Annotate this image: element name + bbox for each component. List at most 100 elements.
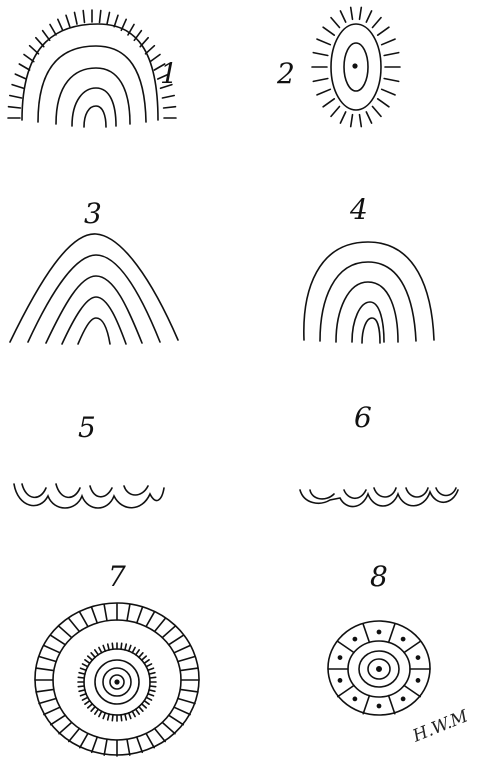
segment-divider: [363, 696, 369, 714]
ring-tick: [146, 612, 154, 626]
ray-stroke: [58, 19, 63, 30]
inner-tick: [142, 704, 147, 708]
segment-dot: [377, 704, 380, 707]
figure-label-3: 3: [84, 200, 102, 228]
segment-dot: [416, 679, 419, 682]
inner-tick: [108, 714, 109, 720]
ray-stroke: [107, 12, 110, 24]
segment-dot: [377, 630, 380, 633]
figure-4-rounded-arches: [304, 242, 434, 343]
ray-stroke: [10, 96, 22, 99]
figure-6-scallops: [300, 488, 458, 507]
inner-tick: [149, 673, 155, 674]
segment-dot: [353, 697, 356, 700]
ring-tick: [59, 722, 72, 733]
ray-stroke: [146, 46, 155, 54]
ring-tick: [92, 737, 98, 752]
figure-2-oval-with-rays: [312, 7, 400, 126]
ray-stroke: [331, 18, 340, 28]
inner-tick: [99, 711, 102, 716]
inner-tick: [83, 664, 88, 667]
ray-stroke: [351, 7, 353, 19]
ray-stroke: [43, 31, 50, 41]
ray-stroke: [373, 18, 382, 28]
ring-tick: [180, 668, 198, 671]
ring-tick: [51, 635, 65, 644]
inner-tick: [129, 713, 131, 719]
segment-divider: [389, 696, 395, 714]
segment-divider: [363, 624, 369, 642]
ray-stroke: [317, 89, 330, 95]
ray-stroke: [36, 38, 44, 47]
ray-stroke: [331, 107, 340, 117]
ray-stroke: [382, 39, 395, 45]
ring-tick: [92, 608, 98, 623]
segment-dot: [338, 656, 341, 659]
ray-stroke: [323, 99, 334, 107]
ring-tick: [174, 646, 190, 653]
ray-stroke: [366, 112, 371, 123]
ring-tick: [146, 734, 154, 748]
ray-stroke: [384, 53, 399, 56]
ring-tick: [137, 737, 143, 752]
ray-stroke: [340, 11, 345, 22]
ring-tick: [127, 605, 130, 621]
inner-tick: [79, 690, 85, 691]
ray-stroke: [373, 107, 382, 117]
ring-tick: [80, 734, 88, 748]
inner-tick: [125, 714, 126, 720]
inner-tick: [103, 713, 105, 719]
ray-stroke: [9, 107, 21, 108]
ray-stroke: [114, 15, 118, 26]
ray-stroke: [360, 7, 362, 19]
ring-tick: [155, 619, 166, 632]
inner-tick: [142, 656, 147, 660]
inner-tick: [99, 648, 102, 653]
figure-8-segmented-ring: [328, 621, 430, 715]
ring-tick: [36, 689, 54, 692]
ray-stroke: [366, 11, 371, 22]
inner-tick: [136, 709, 140, 714]
ray-stroke: [24, 55, 34, 62]
ray-stroke: [360, 115, 362, 127]
inner-tick: [129, 646, 131, 652]
inner-tick: [79, 673, 85, 674]
inner-tick: [85, 701, 90, 705]
ring-tick: [178, 699, 195, 704]
segment-dot: [353, 638, 356, 641]
inner-tick: [125, 644, 126, 650]
ray-stroke: [378, 99, 389, 107]
inner-tick: [146, 697, 151, 700]
ring-tick: [51, 715, 65, 724]
inner-tick: [112, 643, 113, 649]
inner-tick: [144, 701, 149, 705]
ray-stroke: [30, 46, 39, 54]
ring-tick: [39, 699, 56, 704]
ray-stroke: [162, 96, 174, 99]
segment-divider: [338, 686, 354, 697]
inner-tick: [103, 646, 105, 652]
figure-1-arches-with-rays: [8, 10, 176, 127]
inner-tick: [95, 650, 99, 655]
ray-stroke: [164, 107, 176, 108]
ring-tick: [137, 608, 143, 623]
figure-label-5: 5: [78, 414, 96, 442]
ray-stroke: [384, 79, 399, 82]
inner-tick: [81, 694, 87, 696]
segment-dot: [402, 638, 405, 641]
segment-divider: [389, 624, 395, 642]
ray-stroke: [313, 79, 328, 82]
ring-tick: [155, 729, 166, 742]
ray-stroke: [317, 39, 330, 45]
segment-dot: [416, 656, 419, 659]
inner-tick: [88, 704, 93, 708]
inner-tick: [132, 648, 135, 653]
ray-stroke: [100, 11, 101, 23]
segment-divider: [404, 641, 420, 652]
inner-tick: [146, 664, 151, 667]
figure-5-scallops: [14, 484, 164, 508]
ring-tick: [178, 657, 195, 662]
inner-tick: [148, 668, 154, 670]
